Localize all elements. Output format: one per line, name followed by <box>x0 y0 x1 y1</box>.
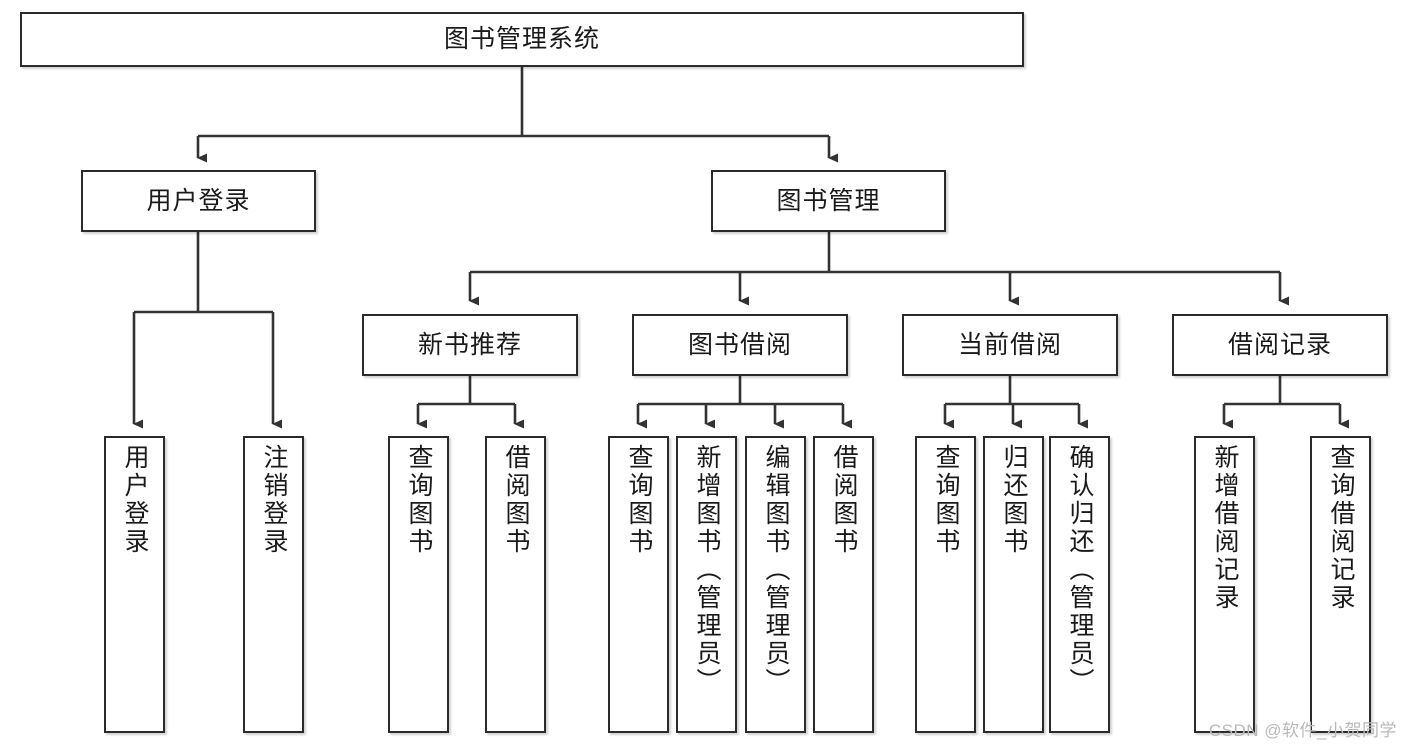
leaf-cb-return-book[interactable]: 归还图书 <box>983 436 1044 733</box>
leaf-bb-query-book-label: 查询图书 <box>625 444 653 556</box>
leaf-bb-query-book[interactable]: 查询图书 <box>608 436 669 733</box>
node-user-login-label: 用户登录 <box>146 186 251 215</box>
leaf-nb-query-book-label: 查询图书 <box>405 444 433 556</box>
leaf-user-login[interactable]: 用户登录 <box>104 436 165 733</box>
node-book-borrow-label: 图书借阅 <box>687 330 792 359</box>
node-new-book-recommend-label: 新书推荐 <box>417 330 522 359</box>
leaf-bb-borrow-book-label: 借阅图书 <box>830 444 858 556</box>
leaf-nb-borrow-book[interactable]: 借阅图书 <box>485 436 546 733</box>
node-book-management[interactable]: 图书管理 <box>711 170 946 232</box>
node-book-borrow[interactable]: 图书借阅 <box>632 314 848 376</box>
leaf-bb-edit-book-admin[interactable]: 编辑图书（管理员） <box>745 436 806 733</box>
node-borrow-record[interactable]: 借阅记录 <box>1172 314 1388 376</box>
leaf-bb-edit-book-admin-label: 编辑图书（管理员） <box>762 444 790 696</box>
leaf-br-query-record-label: 查询借阅记录 <box>1327 444 1355 612</box>
leaf-cb-confirm-return-admin[interactable]: 确认归还（管理员） <box>1049 436 1110 733</box>
leaf-br-query-record[interactable]: 查询借阅记录 <box>1310 436 1371 733</box>
node-root-label: 图书管理系统 <box>443 25 600 53</box>
leaf-bb-borrow-book[interactable]: 借阅图书 <box>813 436 874 733</box>
leaf-nb-borrow-book-label: 借阅图书 <box>502 444 530 556</box>
leaf-bb-add-book-admin-label: 新增图书（管理员） <box>693 444 721 696</box>
leaf-user-login-label: 用户登录 <box>121 444 149 556</box>
leaf-nb-query-book[interactable]: 查询图书 <box>388 436 449 733</box>
leaf-cb-query-book[interactable]: 查询图书 <box>915 436 976 733</box>
node-new-book-recommend[interactable]: 新书推荐 <box>362 314 578 376</box>
leaf-br-add-record[interactable]: 新增借阅记录 <box>1194 436 1255 733</box>
node-current-borrow[interactable]: 当前借阅 <box>902 314 1118 376</box>
node-root[interactable]: 图书管理系统 <box>20 12 1024 67</box>
leaf-cb-confirm-return-admin-label: 确认归还（管理员） <box>1066 444 1094 696</box>
watermark: CSDN @软件_小贺同学 <box>1208 721 1397 740</box>
node-user-login[interactable]: 用户登录 <box>81 170 316 232</box>
leaf-br-add-record-label: 新增借阅记录 <box>1211 444 1239 612</box>
node-borrow-record-label: 借阅记录 <box>1227 330 1332 359</box>
leaf-cb-return-book-label: 归还图书 <box>1000 444 1028 556</box>
leaf-logout-label: 注销登录 <box>260 444 288 556</box>
node-current-borrow-label: 当前借阅 <box>957 330 1062 359</box>
leaf-logout[interactable]: 注销登录 <box>243 436 304 733</box>
leaf-bb-add-book-admin[interactable]: 新增图书（管理员） <box>676 436 737 733</box>
leaf-cb-query-book-label: 查询图书 <box>932 444 960 556</box>
node-book-management-label: 图书管理 <box>776 186 881 215</box>
